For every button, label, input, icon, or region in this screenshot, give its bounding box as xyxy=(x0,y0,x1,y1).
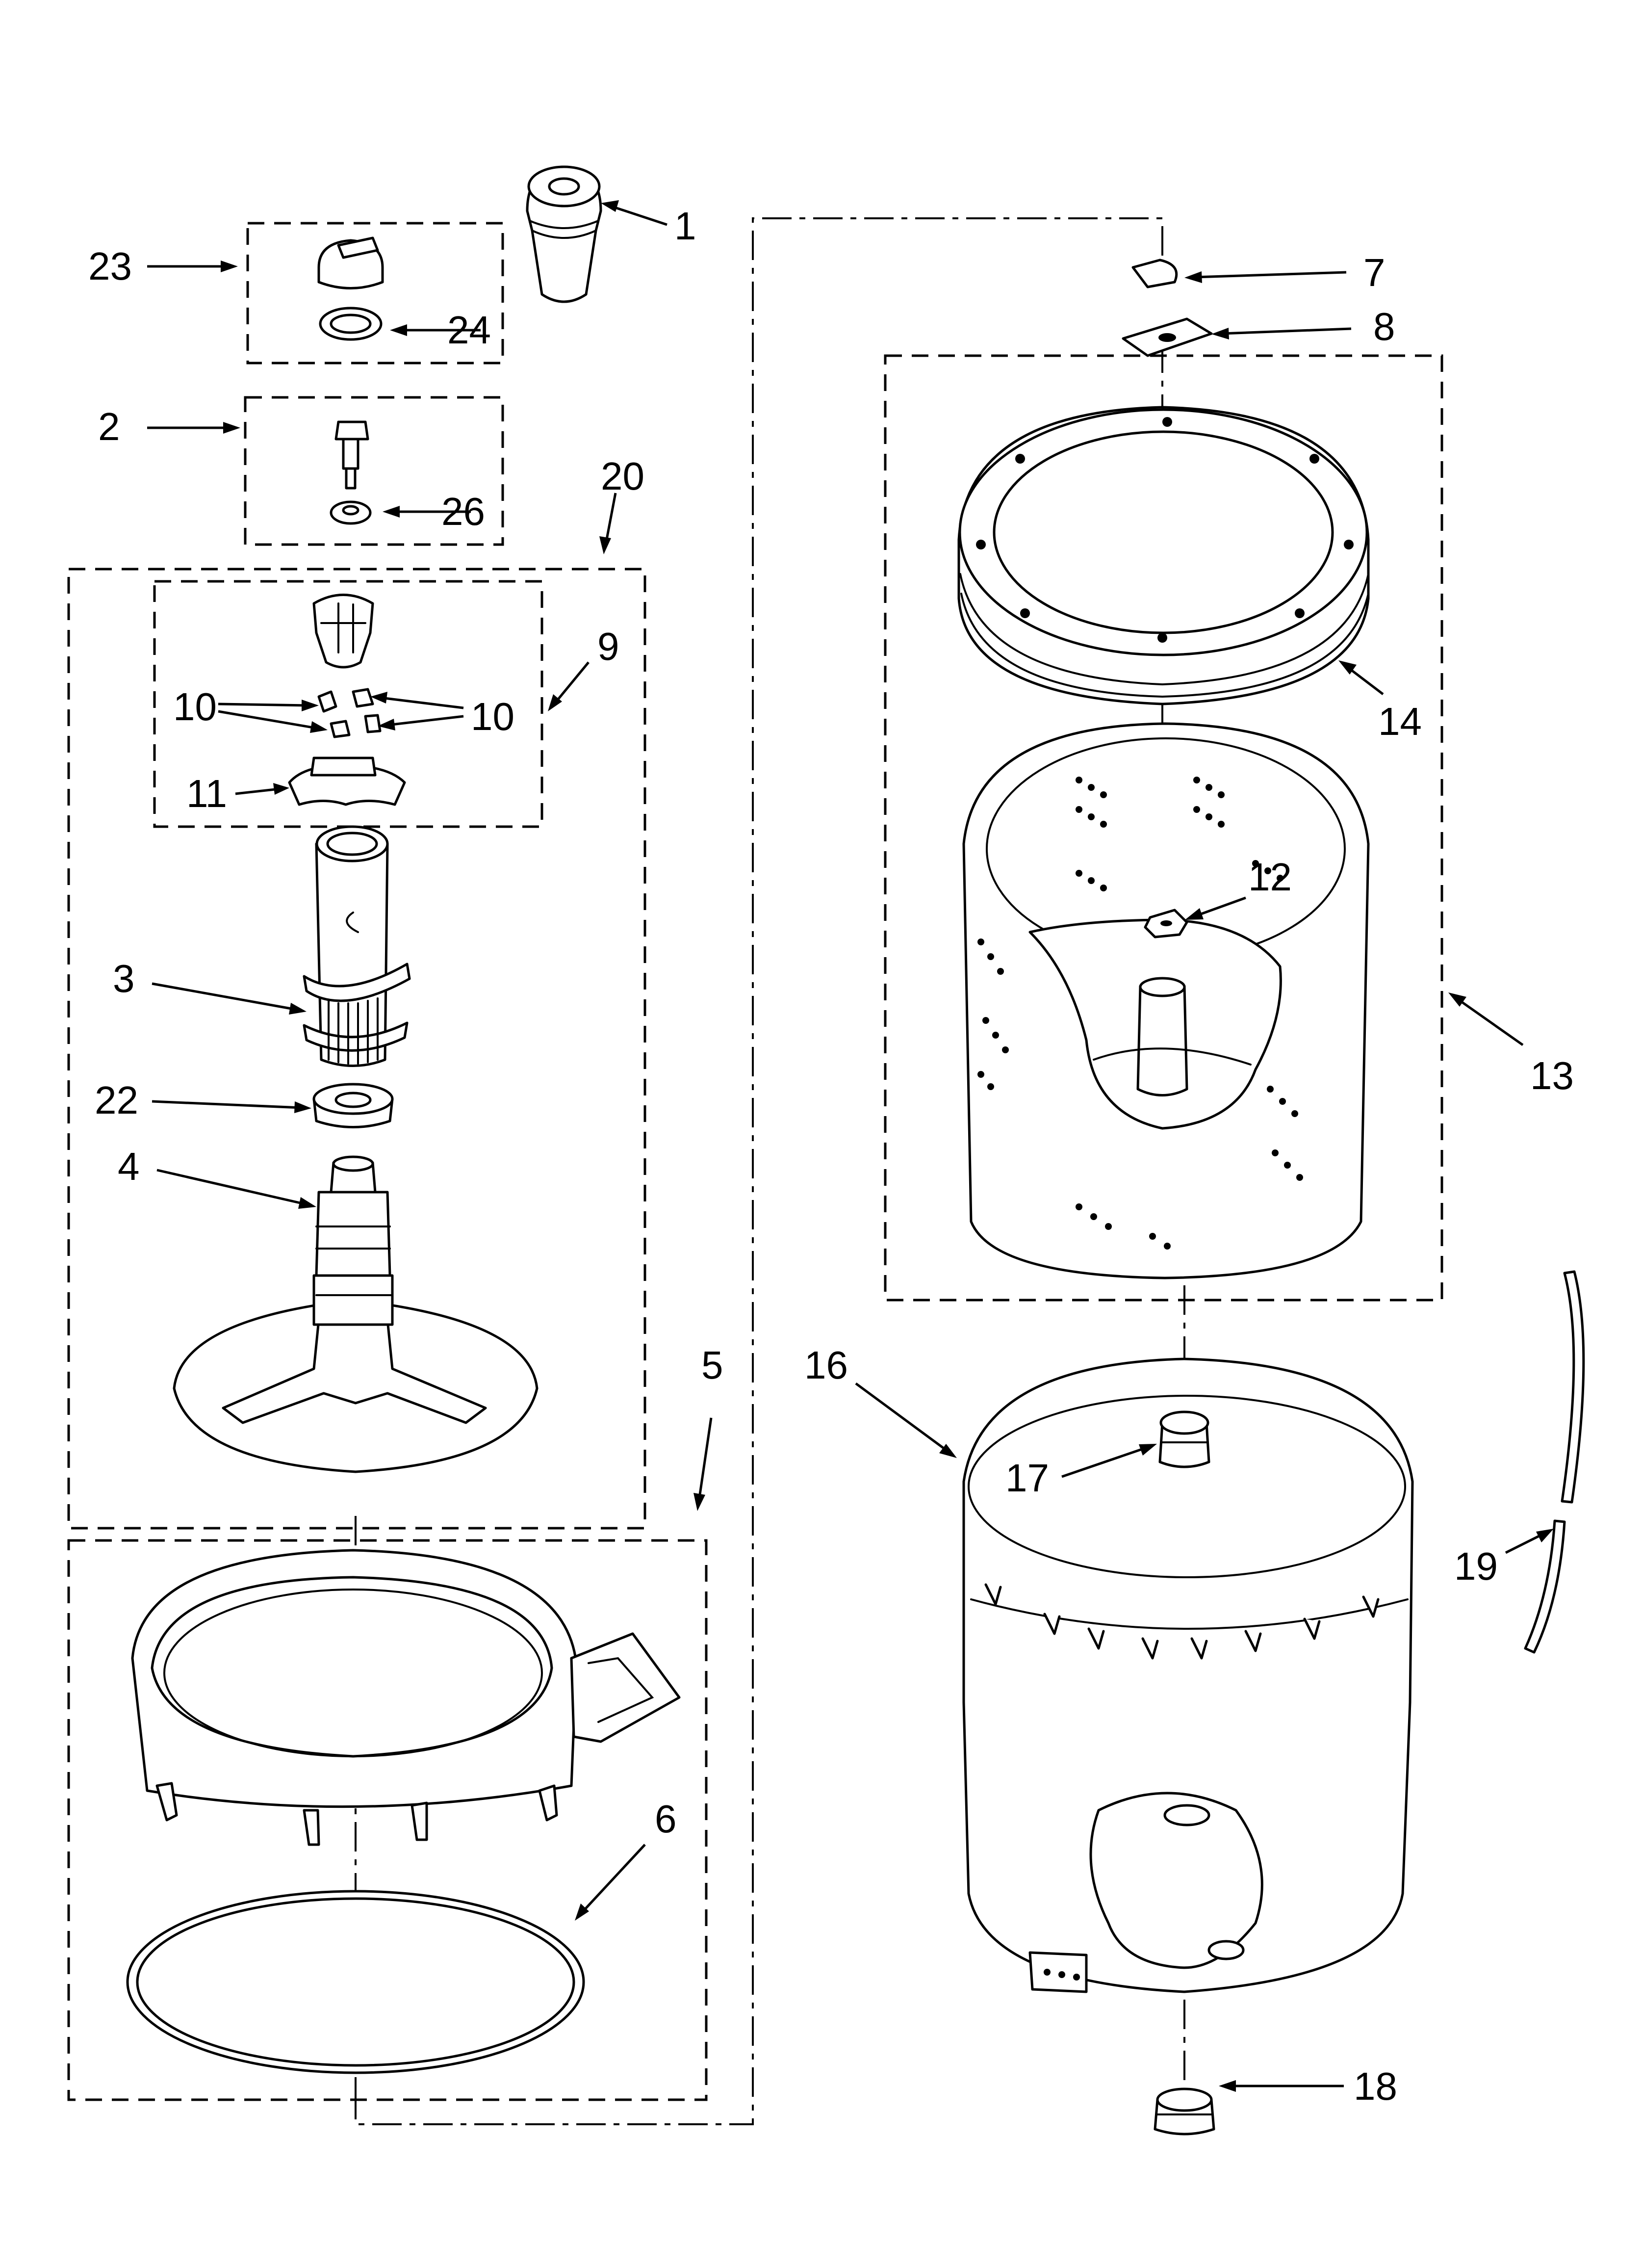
agitator-cap-part xyxy=(312,594,374,669)
spin-clip-part xyxy=(1131,259,1178,288)
perforation-holes xyxy=(977,777,1303,1250)
callout-7: 7 xyxy=(1363,251,1385,294)
callout-3: 3 xyxy=(113,957,135,1000)
callout-10-left: 10 xyxy=(173,685,217,729)
group-box-2 xyxy=(244,396,504,546)
callout-10-right: 10 xyxy=(471,695,514,738)
agitator-dog-part xyxy=(317,688,382,738)
callout-22: 22 xyxy=(95,1078,138,1122)
callout-16: 16 xyxy=(804,1343,848,1387)
leader-lines xyxy=(147,200,1554,2092)
drive-bell-part xyxy=(312,1083,394,1128)
callout-8: 8 xyxy=(1373,305,1395,348)
callout-26: 26 xyxy=(441,490,485,533)
outer-tub-part xyxy=(962,1357,1414,1993)
bolt-part xyxy=(334,420,369,490)
group-box-5 xyxy=(67,1539,708,2101)
spin-basket-part xyxy=(962,722,1370,1279)
agitator-base-part xyxy=(173,1155,539,1473)
callout-18: 18 xyxy=(1354,2064,1397,2108)
callout-24: 24 xyxy=(447,308,491,352)
tub-seal-part xyxy=(1158,1410,1210,1468)
bracket-part xyxy=(1122,317,1213,357)
callout-13: 13 xyxy=(1530,1054,1574,1097)
callout-9: 9 xyxy=(597,625,619,668)
washer-part xyxy=(330,500,372,525)
hub-nut-part xyxy=(1144,909,1188,938)
cap-part xyxy=(317,236,384,289)
callout-12: 12 xyxy=(1248,855,1292,899)
o-ring-part xyxy=(319,307,383,341)
callout-20: 20 xyxy=(601,454,644,498)
tub-ring-part xyxy=(131,1549,681,1846)
group-box-13 xyxy=(884,354,1443,1302)
dispenser-cup-part xyxy=(526,165,602,303)
callout-11: 11 xyxy=(186,772,227,815)
callout-5: 5 xyxy=(701,1343,723,1387)
gasket-ring-part xyxy=(126,1890,585,2074)
callout-4: 4 xyxy=(118,1145,140,1188)
group-box-23 xyxy=(246,222,504,365)
callout-2: 2 xyxy=(98,405,120,448)
balance-ring-part xyxy=(957,406,1370,705)
drain-plug-part xyxy=(1154,2087,1215,2136)
tub-ribs xyxy=(984,1583,1380,1660)
callout-19: 19 xyxy=(1454,1544,1498,1588)
hose-part xyxy=(1524,1270,1585,1654)
cam-part xyxy=(288,756,406,806)
agitator-barrel-part xyxy=(303,825,411,1067)
callout-labels: 1 23 24 2 26 20 9 10 10 11 3 22 4 5 6 7 … xyxy=(88,204,1574,2108)
callout-6: 6 xyxy=(655,1797,677,1841)
callout-14: 14 xyxy=(1378,700,1422,743)
callout-1: 1 xyxy=(674,204,696,248)
callout-17: 17 xyxy=(1005,1456,1049,1500)
assembly-link-line xyxy=(355,217,1163,2125)
callout-23: 23 xyxy=(88,244,132,288)
